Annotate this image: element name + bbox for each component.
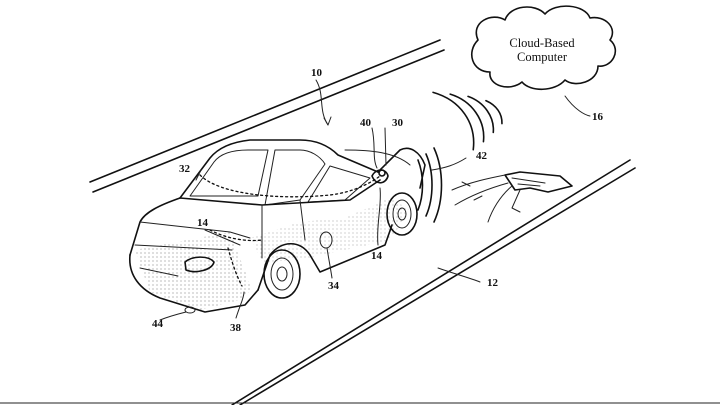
label-sensor-right: 14: [371, 250, 383, 262]
fuel-door: [319, 231, 333, 249]
wiring-paths: [199, 174, 381, 287]
sensor-wave-icon: [417, 147, 443, 223]
road-near-edge: [231, 159, 636, 405]
rear-wheel: [263, 249, 301, 299]
cloud-label-line1: Cloud-Based: [509, 36, 575, 50]
road-debris: [451, 171, 573, 223]
label-fuel-door: 34: [328, 280, 340, 292]
label-sensor-module: 30: [392, 117, 404, 129]
label-road-debris: 42: [476, 150, 488, 162]
label-wiring: 32: [179, 163, 191, 175]
label-rear-bumper: 44: [152, 318, 164, 330]
road-far-edge: [89, 39, 445, 193]
sensor-module: [378, 169, 386, 177]
side-mirror: [371, 169, 389, 184]
leader-lines: [159, 79, 591, 321]
label-cloud: 16: [592, 111, 604, 123]
wireless-signal-icon: [432, 91, 503, 151]
label-sensor-left: 14: [197, 217, 209, 229]
label-road: 12: [487, 277, 499, 289]
label-bumper-sensor: 38: [230, 322, 242, 334]
front-wheel: [386, 192, 418, 236]
label-vehicle: 10: [311, 67, 323, 79]
cloud-shape: [470, 5, 616, 91]
label-mirror: 40: [360, 117, 372, 129]
cloud-label-line2: Computer: [517, 50, 568, 64]
vehicle: [129, 139, 426, 314]
